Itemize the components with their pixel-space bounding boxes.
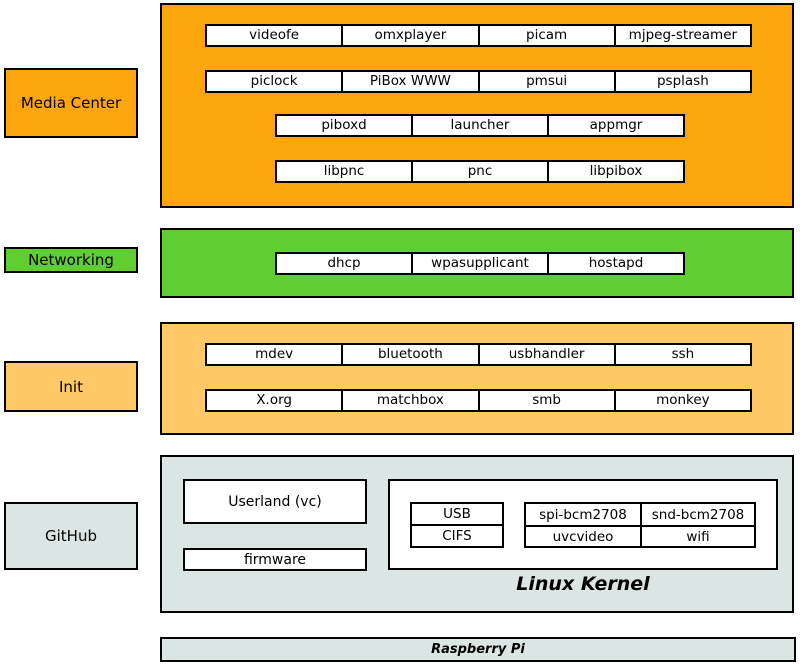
component-monkey: monkey — [613, 391, 750, 410]
block-init: mdev bluetooth usbhandler ssh X.org matc… — [160, 322, 794, 435]
component-userland-vc: Userland (vc) — [183, 479, 367, 524]
component-smb: smb — [477, 391, 614, 410]
linux-kernel-box: USB CIFS spi-bcm2708 snd-bcm2708 uvcvide… — [388, 479, 778, 570]
init-row-2: X.org matchbox smb monkey — [205, 389, 752, 412]
component-mdev: mdev — [207, 345, 342, 364]
component-bluetooth: bluetooth — [341, 345, 478, 364]
component-usb: USB — [412, 504, 502, 524]
component-psplash: psplash — [613, 72, 750, 91]
component-omxplayer: omxplayer — [341, 26, 478, 45]
component-piboxd: piboxd — [277, 116, 411, 135]
component-mjpeg-streamer: mjpeg-streamer — [613, 26, 750, 45]
linux-kernel-label: Linux Kernel — [516, 573, 650, 595]
component-videofe: videofe — [207, 26, 342, 45]
component-snd-bcm2708: snd-bcm2708 — [640, 504, 754, 525]
init-row-1: mdev bluetooth usbhandler ssh — [205, 343, 752, 366]
category-github: GitHub — [4, 502, 138, 570]
component-libpibox: libpibox — [547, 162, 683, 181]
component-xorg: X.org — [207, 391, 342, 410]
component-dhcp: dhcp — [277, 254, 411, 273]
raspberry-pi-label: Raspberry Pi — [431, 642, 525, 657]
category-networking-label: Networking — [28, 251, 114, 269]
component-ssh: ssh — [613, 345, 750, 364]
category-init: Init — [4, 361, 138, 412]
firmware-label: firmware — [243, 551, 307, 568]
kernel-driver-grid: spi-bcm2708 snd-bcm2708 uvcvideo wifi — [524, 502, 756, 548]
component-firmware: firmware — [183, 548, 367, 571]
component-spi-bcm2708: spi-bcm2708 — [526, 504, 640, 525]
block-networking: dhcp wpasupplicant hostapd — [160, 228, 794, 298]
userland-vc-label: Userland (vc) — [228, 493, 322, 510]
component-pnc: pnc — [411, 162, 547, 181]
category-init-label: Init — [59, 377, 83, 396]
component-cifs: CIFS — [412, 524, 502, 546]
media-center-row-4: libpnc pnc libpibox — [275, 160, 685, 183]
category-media-center: Media Center — [4, 68, 138, 138]
media-center-row-2: piclock PiBox WWW pmsui psplash — [205, 70, 752, 93]
component-appmgr: appmgr — [547, 116, 683, 135]
component-picam: picam — [477, 26, 614, 45]
component-wifi: wifi — [640, 525, 754, 546]
category-networking: Networking — [4, 247, 138, 273]
component-usbhandler: usbhandler — [477, 345, 614, 364]
component-wpasupplicant: wpasupplicant — [411, 254, 547, 273]
category-media-center-label: Media Center — [20, 94, 122, 112]
component-uvcvideo: uvcvideo — [526, 525, 640, 546]
component-hostapd: hostapd — [547, 254, 683, 273]
component-piclock: piclock — [207, 72, 342, 91]
networking-row-1: dhcp wpasupplicant hostapd — [275, 252, 685, 275]
block-github: Userland (vc) firmware USB CIFS spi-bcm2… — [160, 455, 794, 613]
component-libpnc: libpnc — [277, 162, 411, 181]
component-pmsui: pmsui — [477, 72, 614, 91]
component-pibox-www: PiBox WWW — [341, 72, 478, 91]
category-github-label: GitHub — [45, 527, 97, 545]
media-center-row-1: videofe omxplayer picam mjpeg-streamer — [205, 24, 752, 47]
component-launcher: launcher — [411, 116, 547, 135]
component-matchbox: matchbox — [341, 391, 478, 410]
block-media-center: videofe omxplayer picam mjpeg-streamer p… — [160, 3, 794, 208]
media-center-row-3: piboxd launcher appmgr — [275, 114, 685, 137]
raspberry-pi-bar: Raspberry Pi — [160, 637, 796, 662]
kernel-usb-cifs-stack: USB CIFS — [410, 502, 504, 548]
